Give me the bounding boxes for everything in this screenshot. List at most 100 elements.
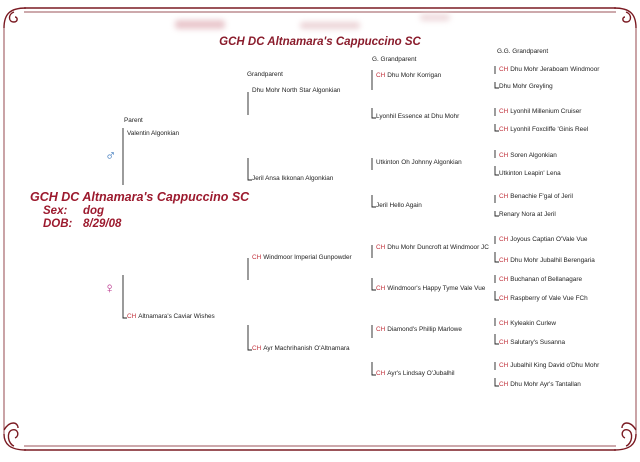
dog-name: Dhu Mohr Duncroft at Windmoor JC: [387, 244, 489, 251]
ch-title: CH: [499, 362, 509, 369]
ch-title: CH: [499, 381, 509, 388]
corner-flourish-bottom-right: [613, 422, 637, 451]
female-symbol-icon: ♀: [104, 280, 116, 297]
sex-value: dog: [83, 205, 105, 217]
ch-title: CH: [376, 326, 386, 333]
blurred-header-banner: [300, 22, 360, 29]
pedigree-entry-g-grandparent: CHJeril Hello Again: [376, 202, 422, 210]
ch-title: CH: [499, 108, 509, 115]
dog-name: Diamond's Phillip Marlowe: [387, 326, 462, 333]
dog-name: Ayr Machrihanish O'Altnamara: [263, 345, 350, 352]
pedigree-brackets: [122, 66, 499, 387]
pedigree-entry-parent: CHValentin Algonkian: [127, 130, 179, 138]
dog-name: Soren Algonkian: [510, 152, 557, 159]
dog-name: Windmoor's Happy Tyme Vale Vue: [387, 285, 486, 292]
dog-name: Dhu Mohr Greyling: [499, 83, 553, 90]
dog-name: Dhu Mohr Korrigan: [387, 72, 442, 79]
dog-name: Jeril Ansa Ikkonan Algonkian: [252, 175, 334, 182]
dog-name: Ayr's Lindsay O'Jubalhil: [387, 370, 455, 377]
dog-name: Lyonhil Essence at Dhu Mohr: [376, 113, 460, 120]
pedigree-entry-grandparent: CHJeril Ansa Ikkonan Algonkian: [252, 175, 333, 183]
dog-name: Salutary's Susanna: [510, 339, 566, 346]
dog-name: Raspberry of Vale Vue FCh: [510, 295, 588, 302]
dog-name: Joyous Captian O'Vale Vue: [510, 236, 588, 243]
header-gg-grandparent: G.G. Grandparent: [497, 48, 549, 55]
dog-name: Kyleakin Curlew: [510, 320, 557, 327]
corner-flourish-top-left: [3, 7, 27, 29]
blurred-header-banner: [175, 20, 225, 29]
dog-name: Dhu Mohr Ayr's Tantallan: [510, 381, 581, 388]
dog-name: Buchanan of Bellanagare: [510, 276, 583, 283]
subject-info: GCH DC Altnamara's Cappuccino SC Sex: dog…: [30, 190, 249, 230]
ch-title: CH: [376, 370, 386, 377]
sex-label: Sex:: [43, 205, 68, 217]
dog-name: Altnamara's Caviar Wishes: [138, 313, 215, 320]
ch-title: CH: [499, 152, 509, 159]
dog-name: Utkinton Leapin' Lena: [499, 170, 561, 177]
ch-title: CH: [127, 313, 137, 320]
subject-name: GCH DC Altnamara's Cappuccino SC: [30, 190, 250, 204]
ch-title: CH: [252, 345, 262, 352]
dog-name: Jeril Hello Again: [376, 202, 422, 209]
dog-name: Dhu Mohr Jeraboam Windmoor: [510, 66, 600, 73]
dog-name: Utkinton Oh Johnny Algonkian: [376, 159, 462, 166]
dog-name: Dhu Mohr Jubalhil Berengaria: [510, 257, 595, 264]
header-parent: Parent: [124, 117, 143, 124]
pedigree-entry-gg-grandparent: CHRenary Nora at Jeril: [499, 211, 556, 219]
ch-title: CH: [252, 254, 262, 261]
dog-name: Valentin Algonkian: [127, 130, 180, 137]
dog-name: Renary Nora at Jeril: [499, 211, 556, 218]
ch-title: CH: [499, 320, 509, 327]
ch-title: CH: [499, 193, 509, 200]
ch-title: CH: [499, 66, 509, 73]
header-grandparent: Grandparent: [247, 71, 283, 78]
pedigree-entry-gg-grandparent: CHUtkinton Leapin' Lena: [499, 170, 561, 178]
dob-value: 8/29/08: [83, 218, 122, 230]
dog-name: Jubalhil King David o'Dhu Mohr: [510, 362, 600, 369]
dog-name: Lyonhil Foxcliffe 'Ginis Reel: [510, 126, 589, 133]
dog-name: Dhu Mohr North Star Algonkian: [252, 87, 341, 94]
ch-title: CH: [499, 295, 509, 302]
page-title: GCH DC Altnamara's Cappuccino SC: [219, 36, 421, 48]
blurred-header-banner: [420, 14, 450, 21]
ch-title: CH: [499, 339, 509, 346]
ch-title: CH: [499, 257, 509, 264]
dog-name: Benachie F'gal of Jeril: [510, 193, 573, 200]
dog-name: Lyonhil Millenium Cruiser: [510, 108, 582, 115]
dob-label: DOB:: [43, 218, 73, 230]
ch-title: CH: [376, 285, 386, 292]
dog-name: Windmoor Imperial Gunpowder: [263, 254, 352, 261]
pedigree-entry-g-grandparent: CHUtkinton Oh Johnny Algonkian: [376, 159, 462, 167]
ch-title: CH: [376, 244, 386, 251]
corner-flourish-top-right: [613, 7, 637, 29]
header-g-grandparent: G. Grandparent: [372, 56, 417, 63]
ch-title: CH: [376, 72, 386, 79]
corner-flourish-bottom-left: [3, 422, 27, 451]
ch-title: CH: [499, 126, 509, 133]
